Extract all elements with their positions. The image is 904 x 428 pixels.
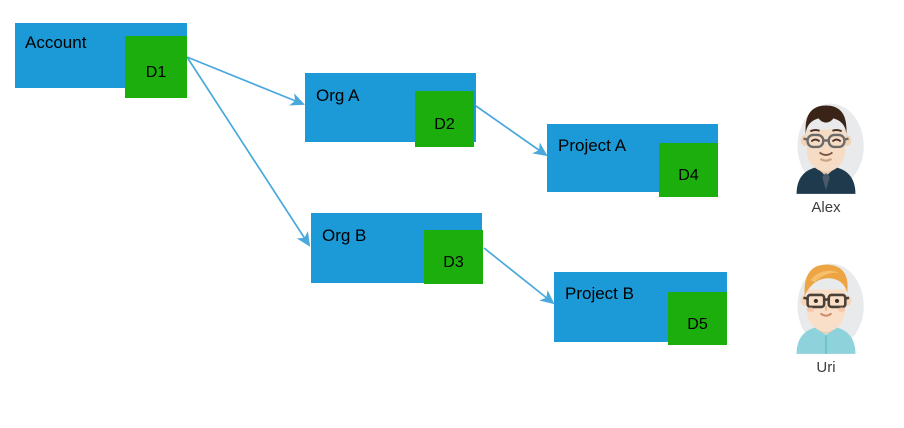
node-org-b-label: Org B — [322, 226, 367, 245]
edge-account-to-org-b — [186, 56, 311, 247]
edge-org-a-to-project-a — [475, 105, 548, 157]
badge-d4[interactable]: D4 — [659, 143, 718, 197]
avatar-uri-name: Uri — [816, 359, 836, 376]
node-org-a-label: Org A — [316, 86, 360, 105]
avatar-uri-icon — [796, 263, 864, 354]
badge-d5[interactable]: D5 — [668, 292, 727, 345]
badge-d1-label: D1 — [145, 64, 167, 81]
node-project-b-label: Project B — [565, 284, 634, 303]
edge-account-to-org-a — [186, 56, 305, 106]
node-project-b[interactable]: Project B D5 — [554, 272, 727, 345]
badge-d2-label: D2 — [434, 116, 455, 133]
node-project-a[interactable]: Project A D4 — [547, 124, 718, 197]
badge-d3[interactable]: D3 — [424, 230, 483, 284]
node-project-a-label: Project A — [558, 136, 627, 155]
badge-d5-label: D5 — [687, 315, 708, 333]
node-org-a[interactable]: Org A D2 — [305, 73, 476, 147]
badge-d1[interactable]: D1 — [125, 36, 187, 98]
node-account[interactable]: Account D1 — [15, 23, 187, 98]
badge-d3-label: D3 — [443, 254, 464, 271]
badge-d4-label: D4 — [678, 167, 699, 184]
avatar-alex-name: Alex — [811, 199, 841, 216]
person-uri: Uri — [766, 258, 886, 375]
node-org-b[interactable]: Org B D3 — [311, 213, 483, 284]
person-alex: Alex — [766, 98, 886, 215]
badge-d2[interactable]: D2 — [415, 91, 474, 147]
edge-org-b-to-project-b — [483, 247, 555, 305]
node-account-label: Account — [25, 33, 87, 52]
avatar-alex-icon — [796, 103, 864, 194]
